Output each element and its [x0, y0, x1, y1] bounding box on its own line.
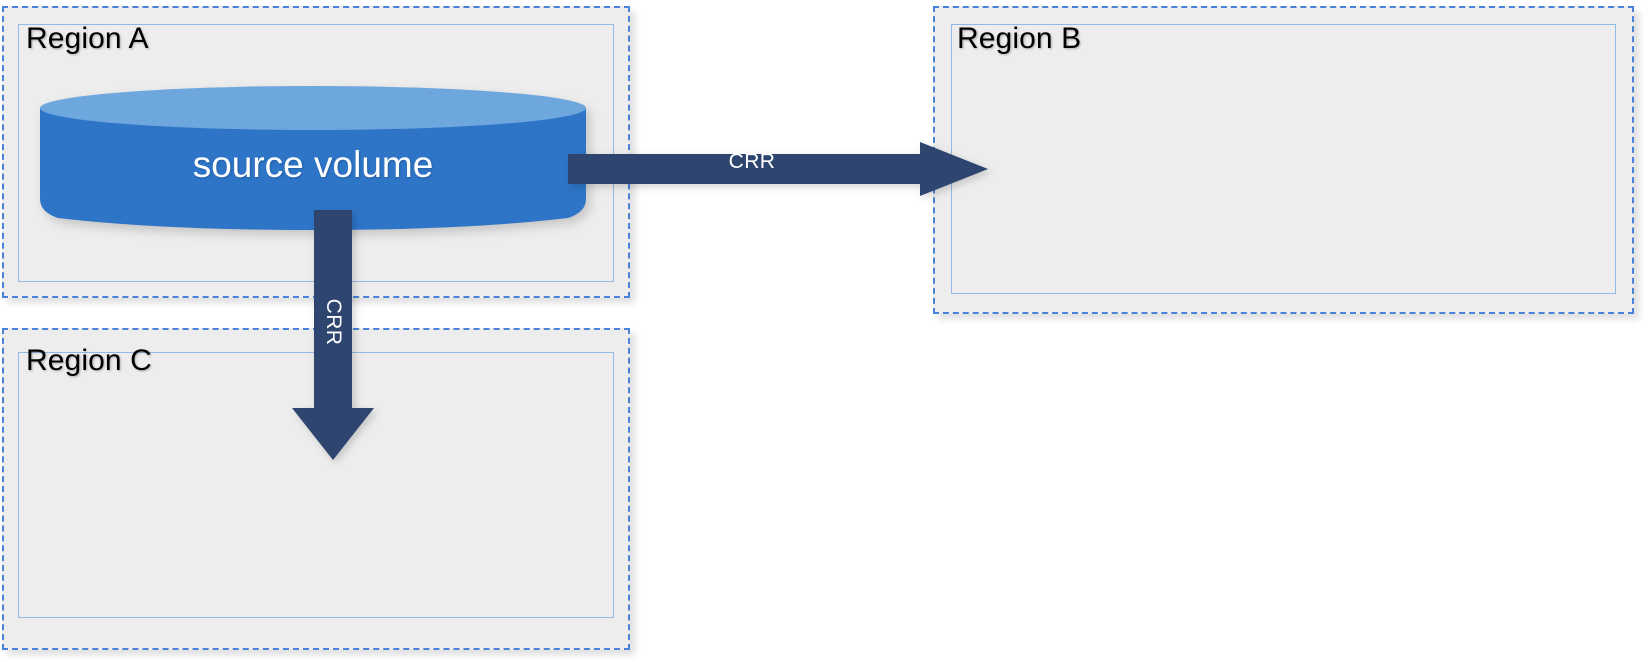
arrow-label-crr-a-to-c: CRR — [322, 298, 345, 346]
region-label-a: Region A — [26, 22, 149, 55]
down-arrow-icon-crr-a-to-c[interactable]: CRR — [292, 210, 374, 460]
right-arrow-icon-crr-a-to-b[interactable]: CRR — [568, 142, 988, 196]
region-label-c: Region C — [26, 344, 152, 377]
database-cylinder-icon-source[interactable]: source volume — [40, 86, 586, 230]
region-label-b: Region B — [957, 22, 1082, 55]
region-inner-frame-b — [951, 24, 1616, 294]
region-container-b[interactable]: Region B destination volume1 — [933, 6, 1634, 314]
region-container-c[interactable]: Region C destination volume2 — [2, 328, 630, 650]
region-container-a[interactable]: Region A source volume — [2, 6, 630, 298]
arrow-label-crr-a-to-b: CRR — [728, 150, 776, 173]
